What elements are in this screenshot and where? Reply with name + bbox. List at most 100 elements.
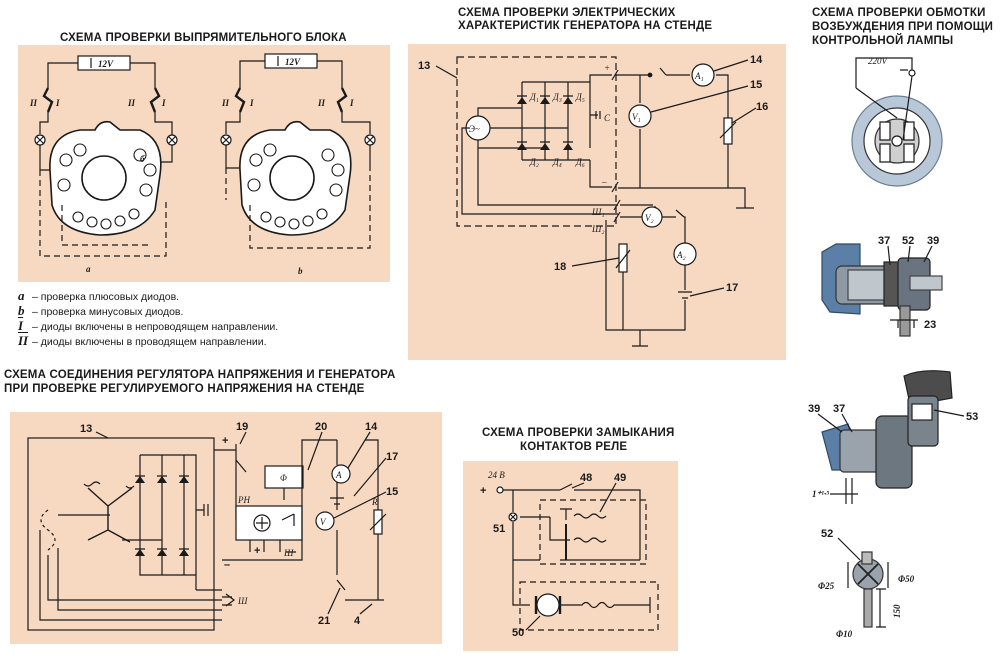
svg-text:–: – — [224, 559, 230, 571]
svg-text:150: 150 — [892, 604, 902, 618]
svg-text:II: II — [317, 98, 326, 108]
svg-text:21: 21 — [318, 615, 330, 627]
svg-text:A₂: A₂ — [676, 250, 686, 260]
svg-text:I: I — [55, 98, 60, 108]
svg-text:Ш: Ш — [283, 548, 294, 558]
rectifier-legend: a– проверка плюсовых диодов. b– проверка… — [18, 289, 278, 349]
svg-text:V₁: V₁ — [632, 112, 641, 122]
svg-text:13: 13 — [80, 423, 92, 435]
svg-text:б: б — [140, 154, 145, 164]
svg-text:52: 52 — [902, 235, 914, 247]
svg-text:39: 39 — [927, 235, 939, 247]
legend-item-i: I– диоды включены в непроводящем направл… — [18, 318, 279, 334]
svg-text:A₁: A₁ — [694, 71, 704, 81]
svg-text:37: 37 — [833, 403, 845, 415]
rotor-drawing-1: 37 52 39 23 — [821, 235, 943, 337]
svg-text:50: 50 — [512, 627, 524, 639]
svg-text:Φ: Φ — [280, 473, 287, 483]
svg-text:I: I — [249, 98, 254, 108]
svg-text:II: II — [29, 98, 38, 108]
svg-text:V: V — [320, 517, 327, 527]
svg-text:39: 39 — [808, 403, 820, 415]
svg-text:+: + — [604, 63, 610, 73]
rectifier-title: СХЕМА ПРОВЕРКИ ВЫПРЯМИТЕЛЬНОГО БЛОКА — [60, 32, 347, 44]
shaft-drawing: 52 Φ25 Φ50 Φ10 150 — [818, 528, 915, 639]
svg-text:C: C — [604, 113, 611, 123]
svg-text:4: 4 — [354, 615, 361, 627]
svg-text:15: 15 — [386, 486, 398, 498]
svg-text:23: 23 — [924, 319, 936, 331]
svg-text:17: 17 — [386, 451, 398, 463]
lamp-check-diagram: 220V — [851, 56, 943, 187]
svg-text:15: 15 — [750, 79, 762, 91]
svg-text:16: 16 — [756, 101, 768, 113]
svg-text:I: I — [161, 98, 166, 108]
regulator-title-line1: СХЕМА СОЕДИНЕНИЯ РЕГУЛЯТОРА НАПРЯЖЕНИЯ И… — [4, 369, 396, 381]
svg-text:II: II — [221, 98, 230, 108]
svg-text:220V: 220V — [868, 56, 889, 66]
svg-text:53: 53 — [966, 411, 978, 423]
svg-text:48: 48 — [580, 472, 592, 484]
svg-text:Ш₂: Ш₂ — [591, 224, 605, 234]
legend-item-a: a– проверка плюсовых диодов. — [18, 288, 180, 304]
svg-text:Э~: Э~ — [469, 124, 480, 134]
svg-text:Φ25: Φ25 — [818, 581, 835, 591]
svg-text:12V: 12V — [98, 59, 114, 69]
svg-text:37: 37 — [878, 235, 890, 247]
rotor-drawing-2: 39 37 53 1⁺¹·⁵ — [808, 370, 978, 504]
relay-title-line1: СХЕМА ПРОВЕРКИ ЗАМЫКАНИЯ — [482, 427, 675, 439]
svg-text:19: 19 — [236, 421, 248, 433]
svg-text:51: 51 — [493, 523, 505, 535]
svg-text:Ш₁: Ш₁ — [591, 207, 605, 217]
svg-text:14: 14 — [365, 421, 378, 433]
stand-panel — [408, 44, 786, 360]
svg-text:Ш: Ш — [237, 596, 248, 606]
svg-text:Д₂: Д₂ — [529, 157, 539, 167]
legend-item-b: b– проверка минусовых диодов. — [18, 303, 184, 319]
svg-text:+: + — [480, 485, 486, 497]
svg-text:17: 17 — [726, 282, 738, 294]
svg-text:14: 14 — [750, 54, 763, 66]
svg-text:Φ10: Φ10 — [836, 629, 853, 639]
svg-text:Д₁: Д₁ — [529, 92, 539, 102]
svg-text:1⁺¹·⁵: 1⁺¹·⁵ — [812, 489, 829, 499]
svg-text:Д₅: Д₅ — [575, 92, 585, 102]
stand-diagram: 13 Э~ Д₁ Д₃ Д₅ Д₂ Д₄ Д₆ C + – — [418, 54, 768, 347]
svg-text:I: I — [349, 98, 354, 108]
rectifier-diagram-a: 12V II I II I б a — [29, 55, 178, 274]
svg-text:A: A — [335, 470, 342, 480]
svg-text:R: R — [371, 497, 378, 507]
svg-text:V₂: V₂ — [645, 213, 654, 223]
svg-text:52: 52 — [821, 528, 833, 540]
lamp-title-line3: КОНТРОЛЬНОЙ ЛАМПЫ — [812, 35, 954, 47]
svg-text:13: 13 — [418, 60, 430, 72]
lamp-title-line2: ВОЗБУЖДЕНИЯ ПРИ ПОМОЩИ — [812, 21, 994, 33]
lamp-title-line1: СХЕМА ПРОВЕРКИ ОБМОТКИ — [812, 7, 986, 19]
svg-text:Д₃: Д₃ — [552, 92, 562, 102]
svg-text:18: 18 — [554, 261, 566, 273]
legend-item-ii: II– диоды включены в проводящем направле… — [18, 333, 267, 349]
svg-text:49: 49 — [614, 472, 626, 484]
svg-text:+: + — [254, 545, 260, 557]
relay-title-line2: КОНТАКТОВ РЕЛЕ — [520, 441, 628, 453]
regulator-title-line2: ПРИ ПРОВЕРКЕ РЕГУЛИРУЕМОГО НАПРЯЖЕНИЯ НА… — [4, 383, 365, 395]
stand-title-line1: СХЕМА ПРОВЕРКИ ЭЛЕКТРИЧЕСКИХ — [458, 7, 676, 19]
svg-text:+: + — [222, 435, 228, 447]
svg-text:12V: 12V — [285, 57, 301, 67]
rectifier-diagram-b: 12V II I II I b — [220, 53, 376, 276]
stand-title-line2: ХАРАКТЕРИСТИК ГЕНЕРАТОРА НА СТЕНДЕ — [458, 20, 713, 32]
svg-text:Д₄: Д₄ — [552, 157, 562, 167]
svg-text:Д₆: Д₆ — [575, 157, 585, 167]
svg-text:b: b — [298, 266, 303, 276]
relay-diagram: 24 В + 48 49 51 50 — [480, 470, 659, 639]
svg-text:Φ50: Φ50 — [898, 574, 915, 584]
svg-text:РН: РН — [237, 495, 250, 505]
svg-text:a: a — [86, 264, 91, 274]
svg-text:–: – — [601, 177, 607, 187]
svg-text:II: II — [127, 98, 136, 108]
svg-text:20: 20 — [315, 421, 327, 433]
svg-text:24 В: 24 В — [488, 470, 505, 480]
regulator-diagram: 13 + 19 Φ — [27, 421, 398, 631]
